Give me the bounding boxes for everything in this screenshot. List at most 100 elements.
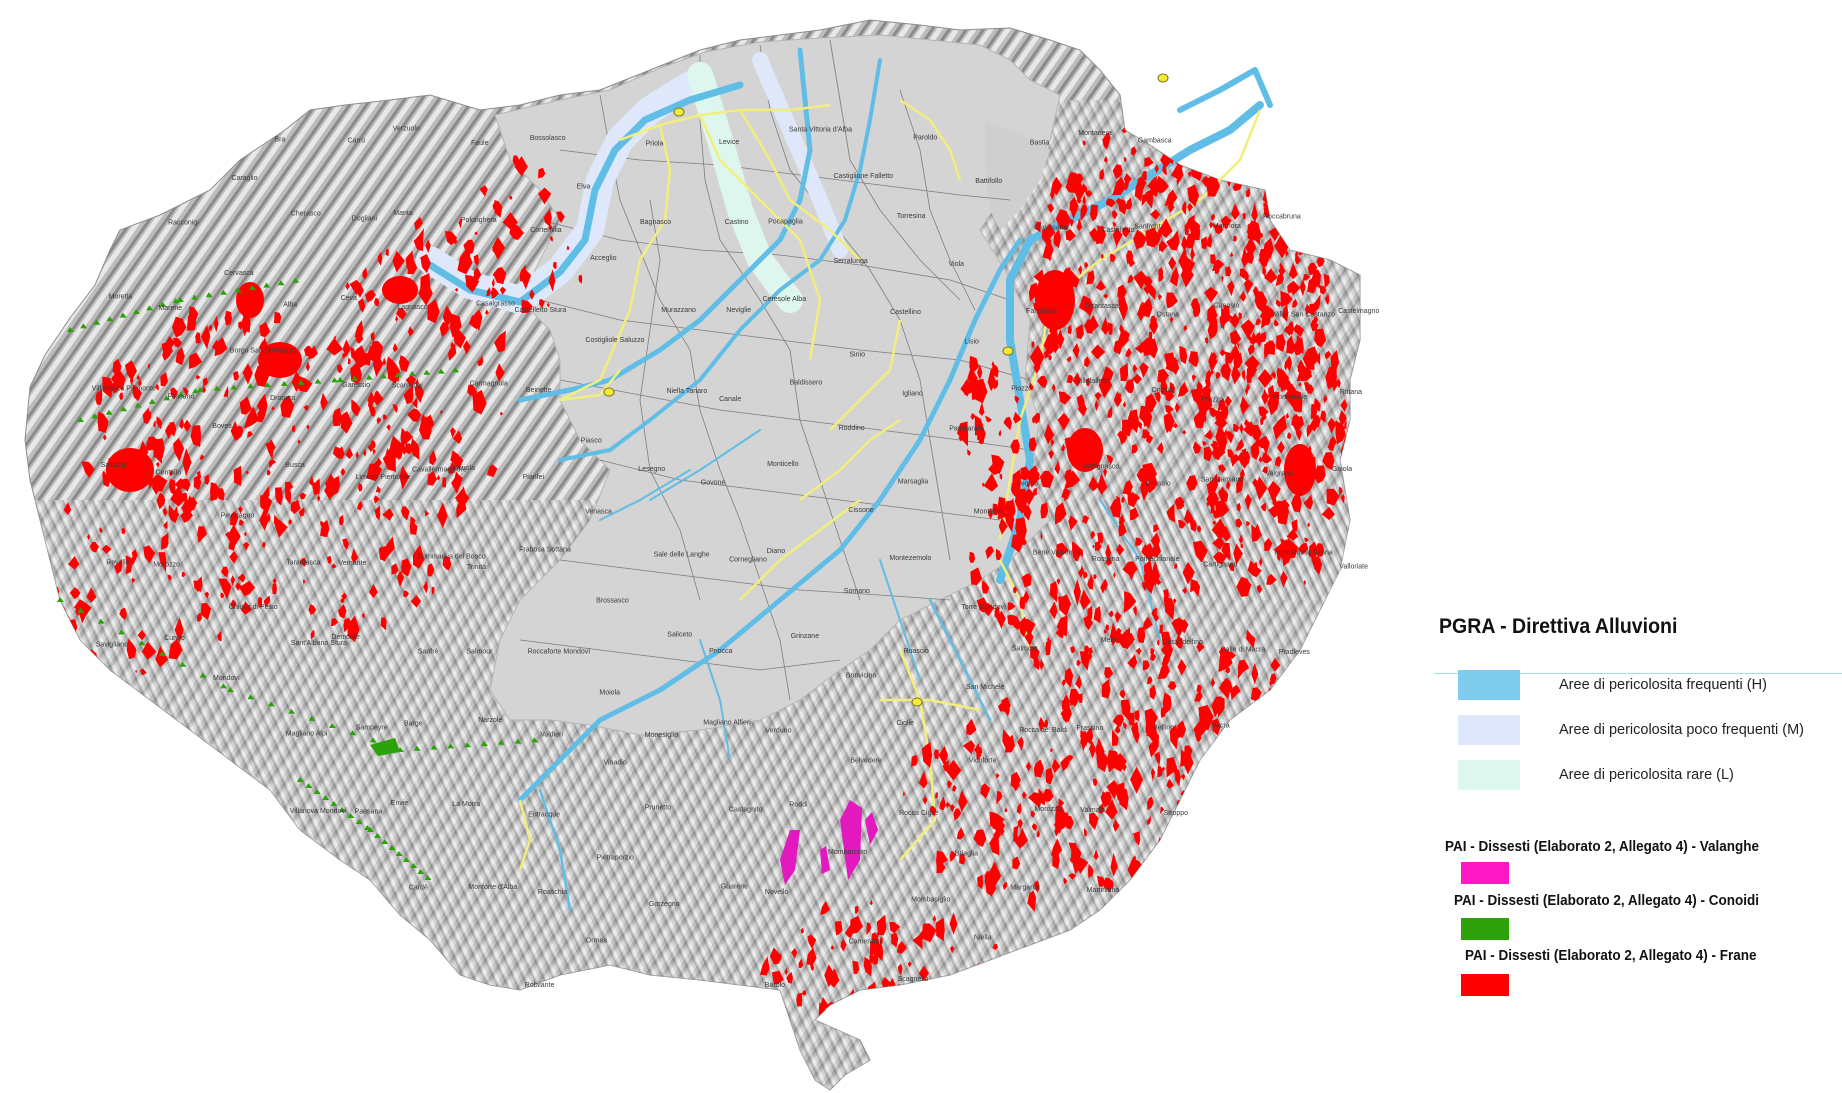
landslide-polygon [1247, 344, 1255, 356]
landslide-polygon [1304, 303, 1311, 316]
alluvial-fan-mark [267, 701, 275, 707]
landslide-polygon [1316, 351, 1321, 365]
landslide-polygon [1239, 452, 1250, 469]
landslide-polygon [155, 645, 169, 668]
landslide-polygon [97, 411, 109, 433]
landslide-polygon [769, 947, 781, 965]
landslide-polygon [1101, 317, 1110, 336]
landslide-polygon [272, 583, 277, 595]
landslide-polygon [1150, 315, 1157, 327]
landslide-polygon [1133, 831, 1141, 846]
landslide-polygon [1027, 890, 1037, 912]
landslide-polygon [267, 439, 276, 455]
landslide-polygon [1228, 651, 1236, 659]
landslide-polygon [1089, 227, 1099, 242]
landslide-polygon [1206, 500, 1210, 507]
landslide-polygon [1303, 494, 1313, 510]
place-label: Castino [725, 219, 749, 226]
alluvial-fan-mark [57, 597, 64, 602]
landslide-polygon [1149, 684, 1157, 700]
landslide-polygon [1100, 791, 1111, 807]
landslide-polygon [969, 355, 979, 374]
landslide-polygon [129, 556, 135, 566]
landslide-polygon [1230, 684, 1241, 700]
landslide-polygon [1206, 233, 1213, 248]
landslide-polygon [405, 374, 417, 387]
landslide-polygon [451, 474, 461, 494]
landslide-polygon [1242, 421, 1256, 437]
landslide-polygon [1080, 204, 1088, 222]
landslide-polygon [1292, 324, 1304, 338]
landslide-polygon [1123, 721, 1127, 730]
landslide-polygon [1301, 367, 1313, 382]
landslide-polygon [907, 961, 912, 968]
landslide-polygon [181, 571, 186, 577]
landslide-polygon [216, 630, 222, 642]
landslide-polygon [1114, 611, 1122, 623]
landslide-polygon [1200, 384, 1212, 401]
landslide-polygon [238, 506, 243, 514]
landslide-polygon [1113, 340, 1123, 355]
landslide-polygon [1113, 390, 1123, 408]
landslide-polygon [161, 341, 173, 357]
landslide-polygon [382, 414, 388, 420]
landslide-polygon [1094, 399, 1099, 412]
landslide-polygon [1160, 806, 1165, 815]
landslide-polygon [385, 248, 389, 257]
landslide-polygon [1010, 439, 1020, 454]
place-label: Ostana [1157, 312, 1180, 319]
landslide-polygon [1190, 298, 1199, 311]
landslide-polygon [1048, 449, 1055, 460]
alluvial-fan-mark [146, 305, 154, 311]
alluvial-fan-mark [119, 312, 127, 318]
landslide-polygon [1304, 182, 1313, 195]
landslide-polygon [1323, 394, 1328, 402]
landslide-polygon [1230, 454, 1240, 467]
landslide-polygon [310, 629, 315, 640]
landslide-polygon [1255, 318, 1262, 325]
place-label: Montanera [1078, 130, 1112, 137]
landslide-polygon [1229, 312, 1240, 329]
landslide-polygon [1137, 302, 1145, 322]
place-label: Venasca [585, 509, 612, 516]
landslide-polygon [1093, 849, 1099, 861]
landslide-polygon [1068, 218, 1074, 227]
landslide-polygon [1225, 266, 1232, 277]
landslide-polygon [1112, 176, 1127, 196]
landslide-polygon [1336, 378, 1341, 389]
place-label: Costigliole Saluzzo [585, 337, 644, 344]
place-label: Castiglione Falletto [834, 173, 894, 180]
landslide-polygon [936, 862, 946, 874]
landslide-polygon [1056, 542, 1062, 559]
alluvial-fan-mark [93, 319, 101, 325]
place-label: Igliano [902, 391, 923, 398]
landslide-polygon [1253, 716, 1263, 735]
landslide-polygon [1269, 681, 1272, 687]
landslide-polygon [493, 267, 507, 285]
landslide-polygon [407, 326, 414, 337]
landslide-polygon [271, 406, 275, 411]
landslide-polygon [1101, 254, 1104, 259]
landslide-polygon [147, 363, 150, 370]
landslide-polygon [1160, 372, 1167, 382]
landslide-polygon [1330, 423, 1334, 431]
landslide-polygon [1080, 732, 1087, 752]
landslide-polygon [1122, 226, 1131, 238]
landslide-polygon [69, 587, 81, 599]
landslide-polygon [1154, 391, 1161, 403]
landslide-polygon [291, 371, 305, 392]
place-label: Bossolasco [530, 135, 566, 142]
place-label: Gorzegno [649, 901, 680, 908]
landslide-polygon [370, 331, 375, 342]
landslide-polygon [1261, 412, 1267, 422]
landslide-polygon [1113, 571, 1116, 579]
place-label: Niella Tanaro [667, 388, 708, 395]
place-label: Cigliè [897, 720, 915, 727]
landslide-polygon [1061, 443, 1065, 452]
place-label: Camerana [849, 939, 882, 946]
municipal-boundaries [519, 39, 1031, 701]
landslide-polygon [800, 927, 804, 934]
